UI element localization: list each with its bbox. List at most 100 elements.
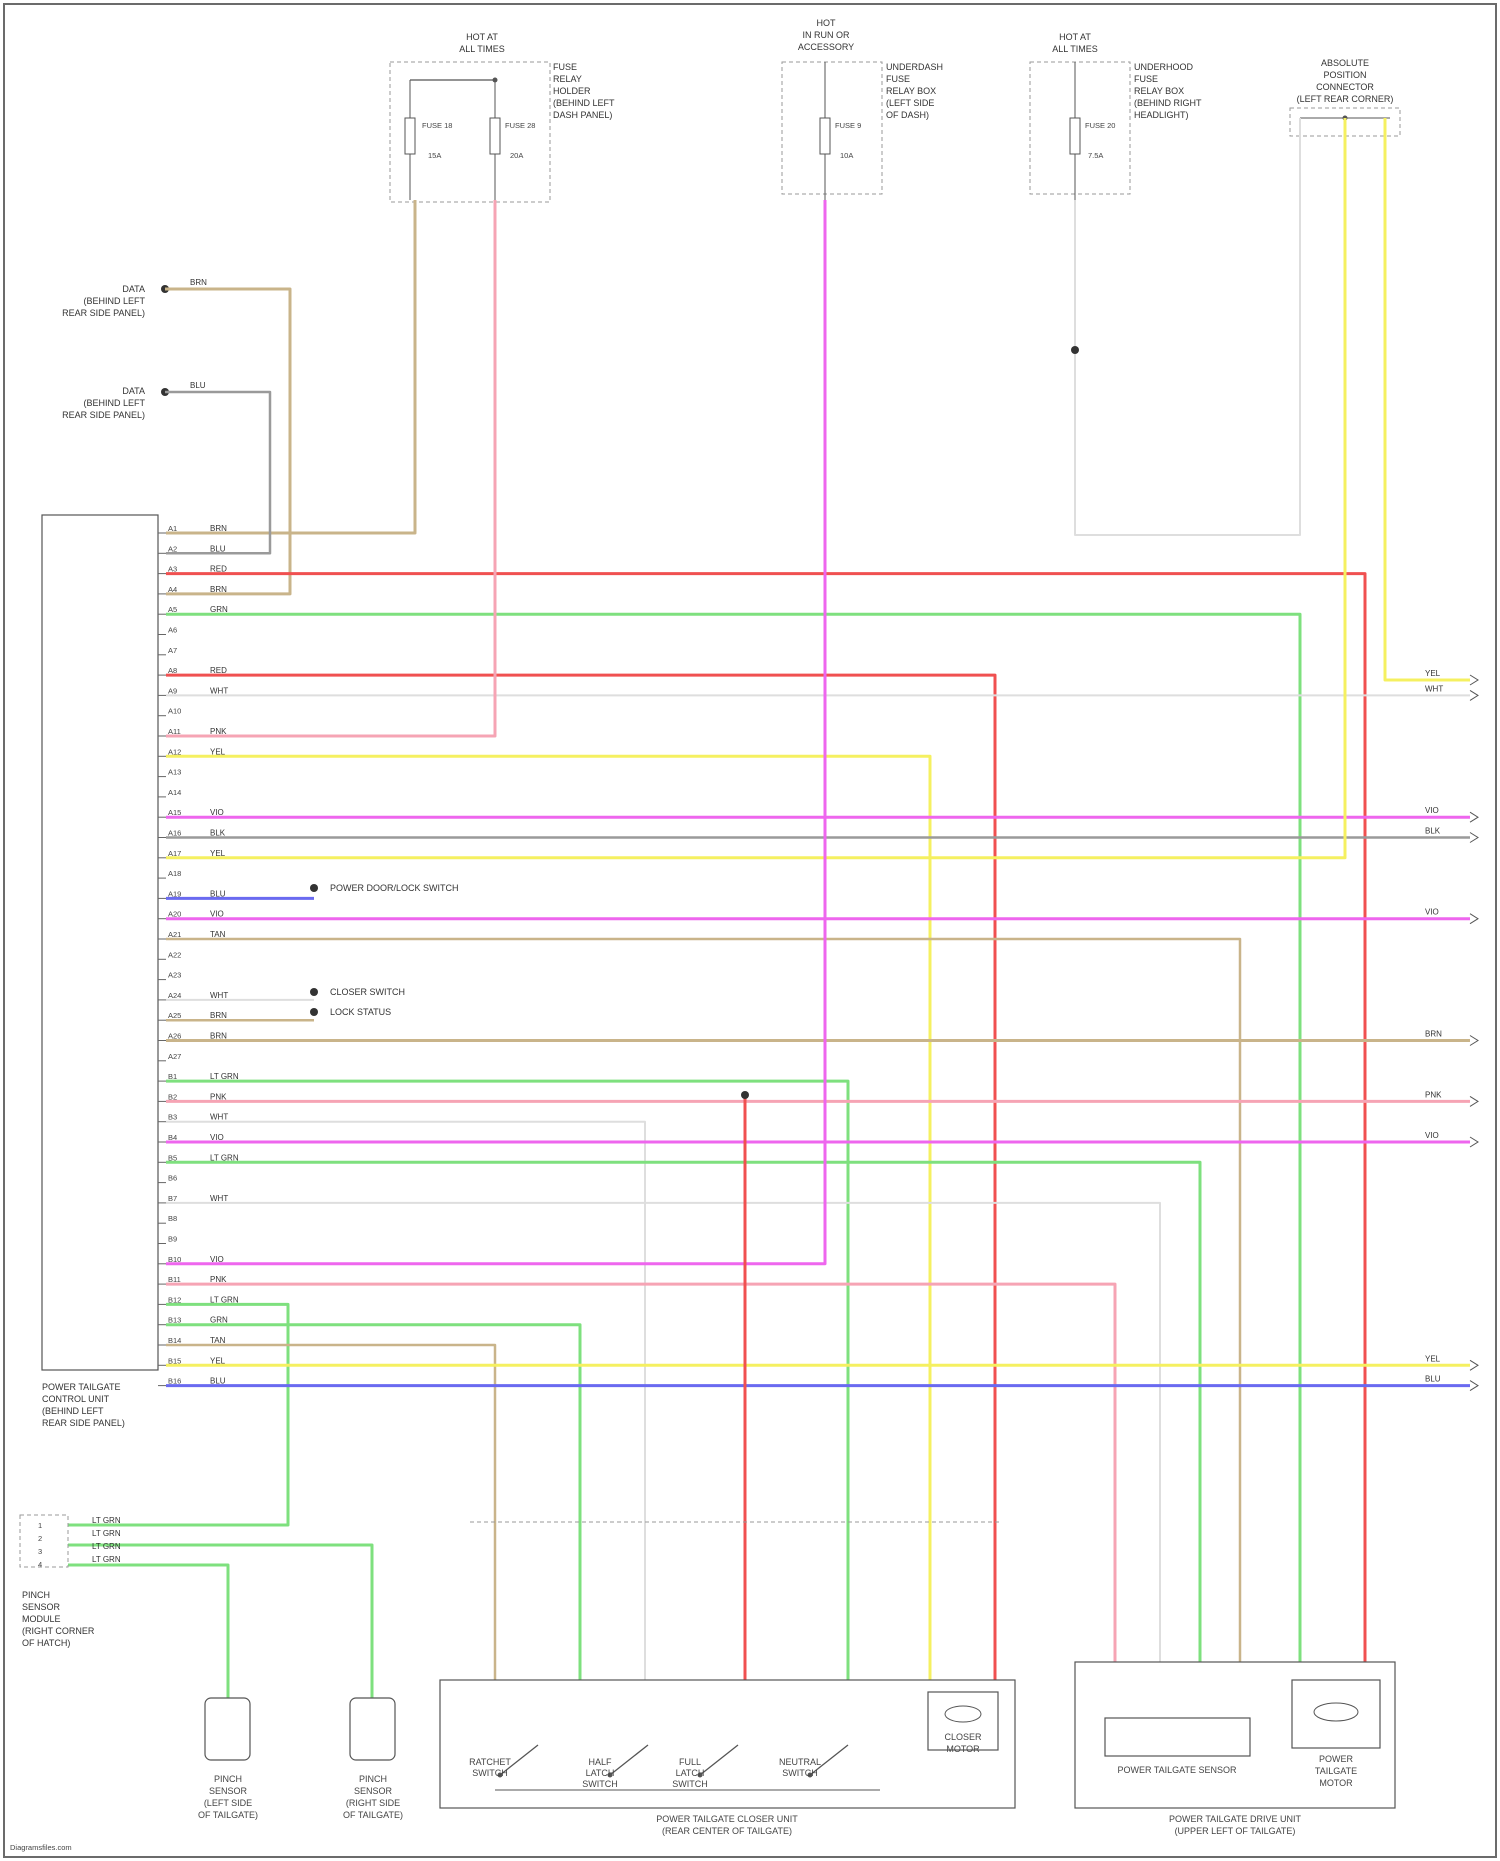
- control-unit-pin-label: B12: [168, 1295, 181, 1304]
- fuse-panel-b-desc-4: (LEFT SIDE: [886, 98, 934, 108]
- control-unit-title-2: CONTROL UNIT: [42, 1394, 110, 1404]
- fuse-panel-a-desc-5: DASH PANEL): [553, 110, 612, 120]
- left-sensor-title-1: PINCH: [214, 1774, 242, 1784]
- control-unit-pin-label: B8: [168, 1214, 177, 1223]
- left-sensor-title-3: (LEFT SIDE: [204, 1798, 252, 1808]
- control-unit-pin-label: A11: [168, 727, 181, 736]
- wire-a17-yel: [166, 118, 1345, 858]
- fuse-panel-c: HOT AT ALL TIMES FUSE 20 7.5A UNDERHOOD …: [1030, 32, 1202, 200]
- fuse-panel-a-desc-3: HOLDER: [553, 86, 591, 96]
- fuse-9-amps: 10A: [840, 151, 853, 160]
- control-unit-pin-wire: WHT: [210, 1113, 228, 1122]
- fuse-panel-a-header-1: HOT AT: [466, 32, 498, 42]
- fuse-panel-b-header-2: IN RUN OR: [803, 30, 851, 40]
- control-unit-pin-wire: WHT: [210, 991, 228, 1000]
- wire-abs-yel: [1385, 118, 1470, 680]
- fuse-panel-b-desc-5: OF DASH): [886, 110, 929, 120]
- control-unit-pin-label: A19: [168, 889, 181, 898]
- wire-a21-tan: [166, 939, 1240, 1718]
- control-unit-pin-label: B15: [168, 1356, 181, 1365]
- control-unit-pin-label: B10: [168, 1255, 181, 1264]
- control-unit-pin-wire: YEL: [210, 1356, 226, 1365]
- fuse-28-label: FUSE 28: [505, 121, 535, 130]
- control-unit-pin-label: A7: [168, 646, 177, 655]
- fuse-panel-a: HOT AT ALL TIMES FUSE 18 FUSE 28 15A 20A…: [390, 32, 615, 202]
- control-unit-pin-wire: VIO: [210, 1133, 224, 1142]
- right-edge-wire-label: BRN: [1425, 1030, 1442, 1039]
- fuse-panel-b-desc-3: RELAY BOX: [886, 86, 936, 96]
- control-unit-pin-label: A21: [168, 930, 181, 939]
- wire-b14-tan: [166, 1345, 495, 1680]
- wire-a11-pnk: [166, 200, 495, 736]
- sensor-module-pin-label: 1: [38, 1521, 42, 1530]
- control-unit-pin-wire: RED: [210, 565, 227, 574]
- fuse-20-label: FUSE 20: [1085, 121, 1115, 130]
- control-unit-pin-wire: GRN: [210, 605, 228, 614]
- control-unit-pin-wire: BLK: [210, 829, 226, 838]
- drive-unit-title-2: (UPPER LEFT OF TAILGATE): [1175, 1826, 1296, 1836]
- fuse-panel-a-header-2: ALL TIMES: [459, 44, 505, 54]
- sensor-module-pin-label: 4: [38, 1560, 42, 1569]
- side-connector-2-label-3: REAR SIDE PANEL): [62, 410, 145, 420]
- control-unit-pin-label: B2: [168, 1092, 177, 1101]
- control-unit-pin-label: B11: [168, 1275, 181, 1284]
- control-unit-pin-wire: BRN: [210, 1032, 227, 1041]
- control-unit-pins: A1BRNA2BLUA3REDA4BRNA5GRNA6A7A8REDA9WHTA…: [158, 524, 239, 1386]
- control-unit-pin-label: B4: [168, 1133, 177, 1142]
- right-sensor-title-4: OF TAILGATE): [343, 1810, 403, 1820]
- tailgate-motor-label-1: POWER: [1319, 1754, 1354, 1764]
- control-unit-pin-label: B16: [168, 1377, 181, 1386]
- side-connector-1: DATA (BEHIND LEFT REAR SIDE PANEL) BRN: [62, 278, 207, 318]
- control-unit-pin-wire: BLU: [210, 889, 226, 898]
- pinch-sensor-module: 1LT GRN2LT GRN3LT GRN4LT GRN PINCH SENSO…: [20, 1515, 121, 1648]
- closer-switch-label: SWITCH: [472, 1768, 508, 1778]
- right-edge-wire-label: YEL: [1425, 669, 1441, 678]
- wire-b7-wht: [166, 1203, 1160, 1718]
- abs-connector-title-2: POSITION: [1323, 70, 1366, 80]
- control-unit-pin-label: A15: [168, 808, 181, 817]
- sensor-module-title-2: SENSOR: [22, 1602, 61, 1612]
- closer-switch-label: SWITCH: [672, 1779, 708, 1789]
- control-unit-pin-wire: VIO: [210, 1255, 224, 1264]
- control-unit-pin-label: B5: [168, 1153, 177, 1162]
- stub-label-door-lock-switch: POWER DOOR/LOCK SWITCH: [330, 883, 459, 893]
- splice-dot: [1071, 346, 1079, 354]
- right-edge-arrow: [1470, 1137, 1478, 1147]
- right-edge-wire-label: BLU: [1425, 1375, 1441, 1384]
- control-unit-pin-wire: PNK: [210, 1275, 227, 1284]
- right-edge-labels: YELWHTVIOBLKVIOBRNPNKVIOYELBLU: [1425, 669, 1478, 1391]
- wire-b3-wht: [166, 1122, 645, 1680]
- control-unit-pin-label: A6: [168, 626, 177, 635]
- fuse-panel-b-box: [782, 62, 882, 194]
- fuse-panel-b: HOT IN RUN OR ACCESSORY FUSE 9 10A UNDER…: [782, 18, 943, 200]
- fuse-panel-c-desc-4: (BEHIND RIGHT: [1134, 98, 1202, 108]
- right-edge-arrow: [1470, 812, 1478, 822]
- sensor-module-title-1: PINCH: [22, 1590, 50, 1600]
- wires-layer: [68, 118, 1470, 1718]
- control-unit-pin-label: B1: [168, 1072, 177, 1081]
- side-connector-1-label-3: REAR SIDE PANEL): [62, 308, 145, 318]
- right-edge-wire-label: PNK: [1425, 1090, 1442, 1099]
- right-edge-wire-label: YEL: [1425, 1354, 1441, 1363]
- closer-unit-title-1: POWER TAILGATE CLOSER UNIT: [656, 1814, 798, 1824]
- right-edge-arrow: [1470, 1360, 1478, 1370]
- control-unit-pin-wire: BLU: [210, 544, 226, 553]
- closer-switch-label: SWITCH: [582, 1779, 618, 1789]
- right-pinch-sensor-body: [350, 1698, 395, 1760]
- control-unit-pin-label: B7: [168, 1194, 177, 1203]
- control-unit-pin-label: A16: [168, 829, 181, 838]
- control-unit-pin-wire: BRN: [210, 524, 227, 533]
- tailgate-motor-label-2: TAILGATE: [1315, 1766, 1357, 1776]
- wire-a12-yel: [166, 756, 930, 1692]
- wire-b5-ltgrn: [166, 1162, 1200, 1718]
- tailgate-sensor-box: [1105, 1718, 1250, 1756]
- control-unit-pin-wire: BLU: [210, 1377, 226, 1386]
- stub-label-closer-switch: CLOSER SWITCH: [330, 987, 405, 997]
- control-unit-pin-label: A23: [168, 971, 181, 980]
- closer-switch-label: FULL: [679, 1757, 701, 1767]
- control-unit-pin-label: B6: [168, 1174, 177, 1183]
- control-unit-pin-wire: LT GRN: [210, 1153, 239, 1162]
- control-unit-title-3: (BEHIND LEFT: [42, 1406, 104, 1416]
- control-unit-pin-wire: PNK: [210, 1092, 227, 1101]
